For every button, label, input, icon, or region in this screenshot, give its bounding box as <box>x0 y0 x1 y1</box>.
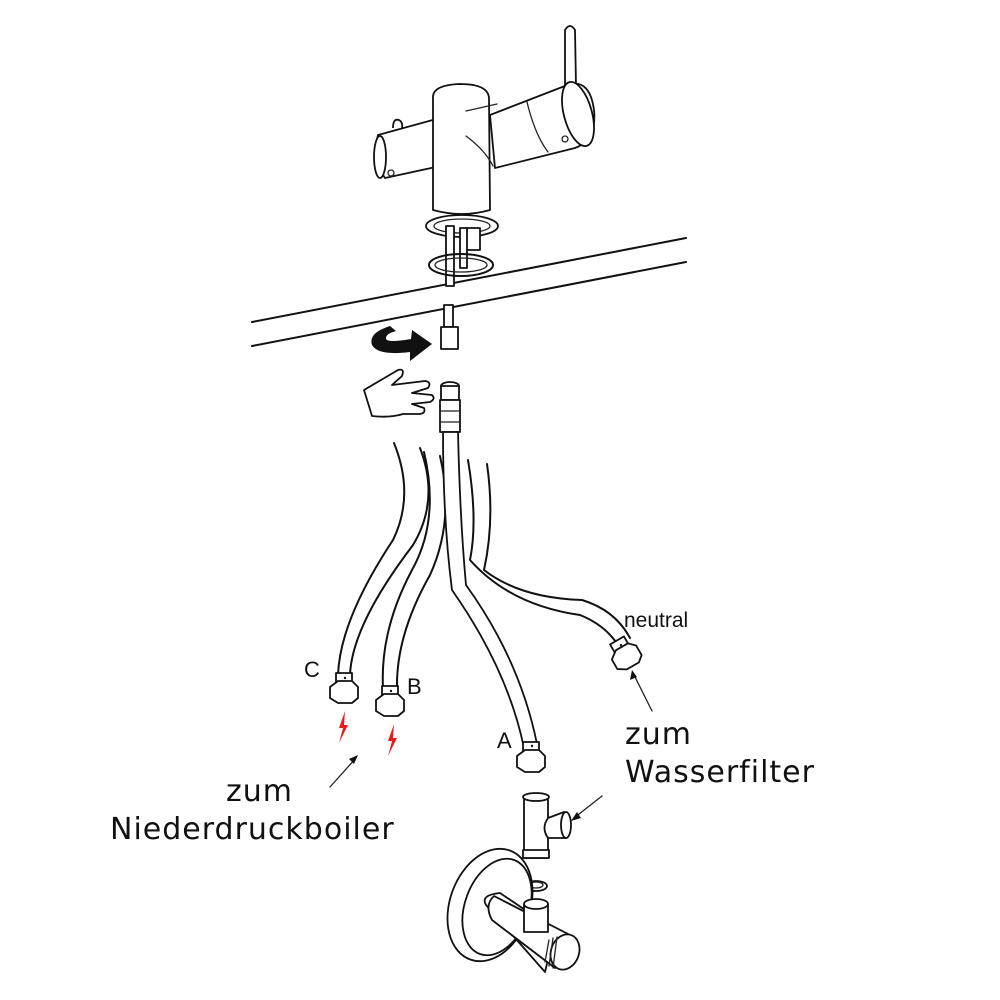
faucet-icon <box>373 25 596 287</box>
countertop <box>251 237 687 347</box>
hex-nut-a <box>516 741 546 773</box>
pointer-arrow-icon <box>571 795 603 821</box>
hex-nut-neutral <box>609 635 643 671</box>
threaded-nipple <box>439 381 461 433</box>
label-hose-b: B <box>407 674 422 699</box>
flex-hoses <box>337 431 631 749</box>
tee-fitting-icon <box>522 792 572 859</box>
label-filter-line1: zum <box>625 717 692 752</box>
label-filter-line2: Wasserfilter <box>625 755 815 790</box>
angle-valve-icon <box>446 847 581 973</box>
lightning-bolt-icon <box>388 724 397 756</box>
lightning-bolt-icon <box>339 711 348 743</box>
hose-end-fitting <box>440 304 459 350</box>
hex-nut-c <box>329 672 359 704</box>
label-boiler-line1: zum <box>226 774 293 809</box>
rotate-arrow-icon <box>371 326 432 361</box>
label-boiler-line2: Niederdruckboiler <box>110 812 395 847</box>
label-neutral: neutral <box>624 609 689 632</box>
hex-nut-b <box>375 685 405 717</box>
hand-icon <box>363 368 435 418</box>
label-hose-a: A <box>497 728 512 753</box>
pointer-arrow-icon <box>630 670 653 712</box>
label-hose-c: C <box>304 657 320 682</box>
pointer-arrow-icon <box>329 755 358 788</box>
